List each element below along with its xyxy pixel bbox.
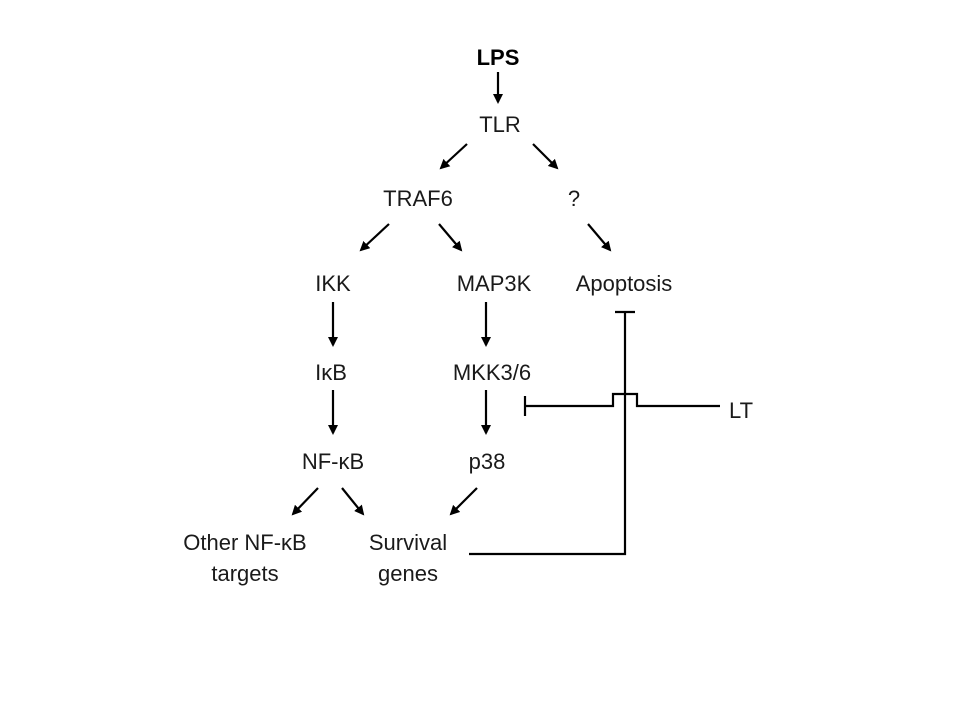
node-mkk: MKK3/6 (453, 360, 531, 385)
arrow-traf6-map3k (438, 223, 463, 252)
node-nfkb-suffix: B (349, 449, 364, 474)
node-traf6: TRAF6 (383, 186, 453, 211)
node-other-targets-line2: targets (211, 561, 278, 586)
node-ikb: IκB (315, 360, 347, 385)
node-p38: p38 (469, 449, 506, 474)
node-tlr: TLR (479, 112, 521, 137)
node-survival-line2: genes (378, 561, 438, 586)
node-apoptosis: Apoptosis (576, 271, 673, 296)
node-ikb-greek: κ (321, 360, 333, 385)
node-nfkb-prefix: NF- (302, 449, 339, 474)
node-lps: LPS (477, 45, 520, 70)
node-other-greek: κ (281, 530, 293, 555)
arrow-nfkb-survival (341, 487, 365, 516)
arrow-tlr-traf6 (439, 143, 468, 170)
node-nfkb: NF-κB (302, 449, 364, 474)
node-lt: LT (729, 398, 753, 423)
node-nfkb-greek: κ (338, 449, 350, 474)
arrow-p38-survival (449, 487, 478, 516)
inhibit-lt-mkk (525, 392, 720, 408)
node-other-targets-line1: Other NF-κB (183, 530, 306, 555)
arrow-nfkb-other-targets (291, 487, 319, 516)
arrow-tlr-unknown (532, 143, 559, 170)
inhibit-survival-apoptosis (469, 312, 627, 556)
arrow-traf6-ikk (359, 223, 390, 252)
node-other-prefix: Other NF- (183, 530, 281, 555)
node-ikb-prefix: I (315, 360, 321, 385)
node-unknown: ? (568, 186, 580, 211)
node-ikk: IKK (315, 271, 351, 296)
arrow-unknown-apoptosis (587, 223, 612, 252)
node-other-suffix: B (292, 530, 307, 555)
node-ikb-suffix: B (332, 360, 347, 385)
node-survival-line1: Survival (369, 530, 447, 555)
node-map3k: MAP3K (457, 271, 532, 296)
